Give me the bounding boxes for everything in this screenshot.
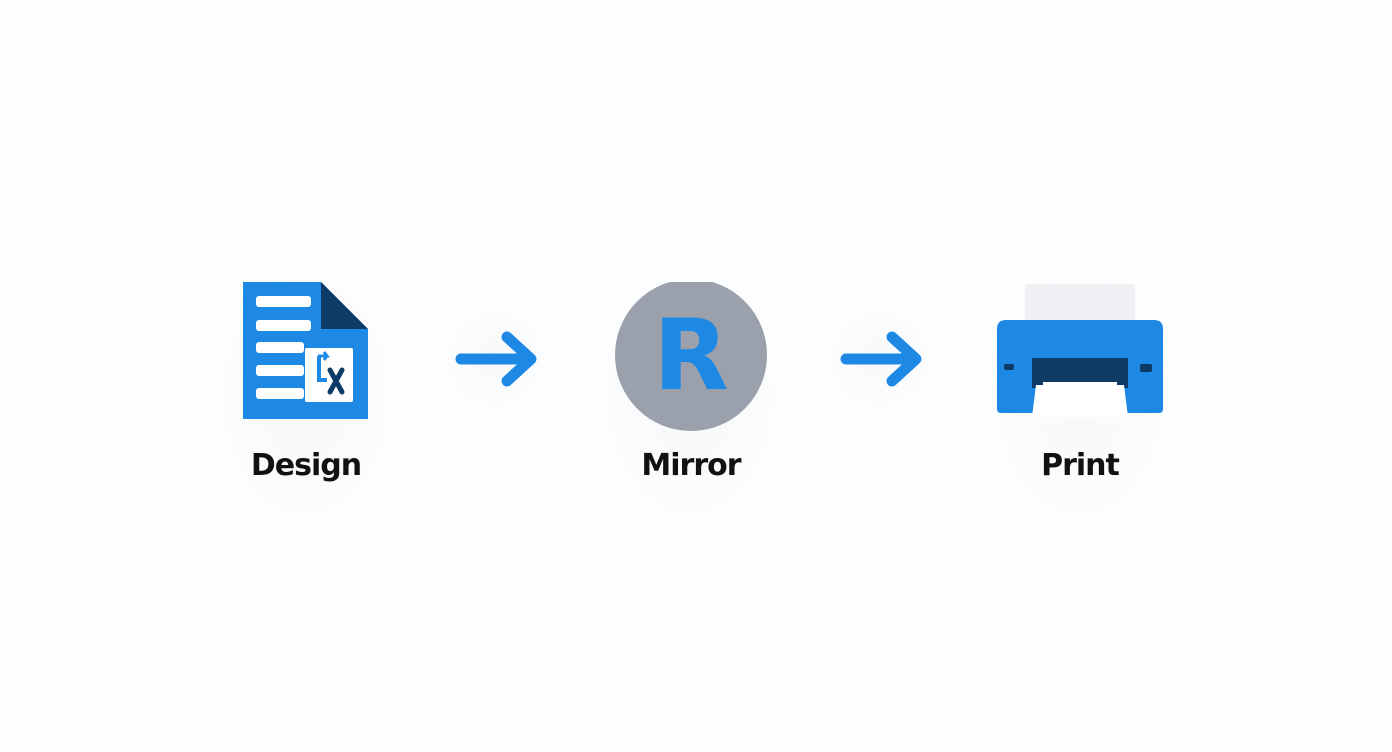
step-print: Print	[980, 262, 1180, 532]
connector-arrow	[440, 304, 550, 414]
letter-r-circle-icon: R	[591, 279, 791, 432]
icon-letter: R	[653, 299, 728, 413]
step-label: Design	[250, 448, 362, 483]
arrow-right-icon	[840, 331, 922, 387]
document-icon	[206, 282, 406, 432]
connector-arrow	[825, 304, 935, 414]
arrow-right-icon	[455, 331, 537, 387]
step-design: Design	[206, 262, 406, 532]
step-label: Mirror	[641, 448, 741, 483]
step-mirror: R Mirror	[591, 262, 791, 532]
printer-icon	[980, 282, 1180, 432]
step-label: Print	[1041, 448, 1120, 483]
